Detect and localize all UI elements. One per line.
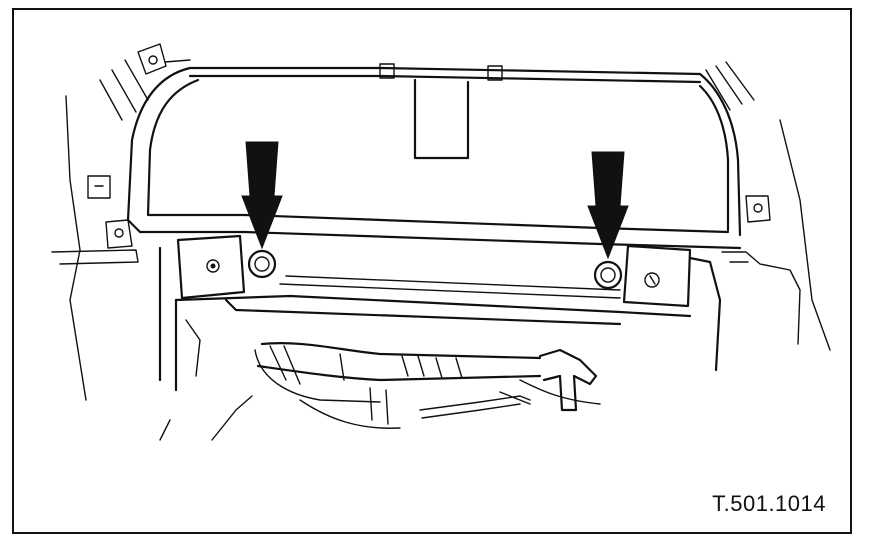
right-fastener-arrow bbox=[587, 151, 629, 260]
right-brackets bbox=[705, 61, 831, 351]
right-mounting-plate bbox=[593, 244, 692, 308]
cable-harness bbox=[254, 341, 601, 429]
left-mounting-plate bbox=[176, 234, 277, 300]
reference-code: T.501.1014 bbox=[712, 491, 826, 516]
upper-rail bbox=[164, 59, 702, 84]
left-brackets bbox=[51, 43, 167, 401]
figure-frame bbox=[12, 8, 852, 534]
center-tab bbox=[413, 78, 470, 160]
lower-housing bbox=[158, 246, 722, 441]
left-fastener-arrow bbox=[241, 141, 283, 250]
